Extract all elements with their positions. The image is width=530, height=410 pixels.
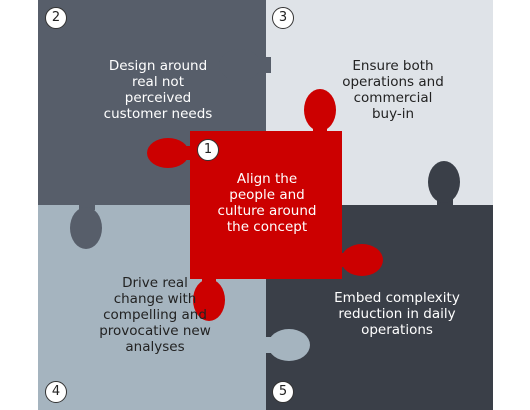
connector-knob-top-right bbox=[428, 161, 460, 208]
piece-5-line: Embed complexity bbox=[334, 290, 460, 306]
connector-knob-bottom-right bbox=[262, 329, 310, 361]
piece-4-line: provocative new bbox=[99, 323, 211, 339]
piece-4-line: change with bbox=[113, 291, 197, 307]
piece-5-line: operations bbox=[361, 322, 433, 338]
piece-4-line: Drive real bbox=[122, 275, 188, 291]
piece-3-text: Ensure both operations and commercial bu… bbox=[318, 58, 468, 122]
piece-3-number-badge: 3 bbox=[272, 7, 294, 29]
piece-4-line: compelling and bbox=[103, 307, 207, 323]
piece-1-line: Align the bbox=[236, 171, 298, 187]
piece-1-line: culture around bbox=[217, 203, 317, 219]
connector-knob-bottom-left bbox=[70, 198, 102, 249]
piece-1-line: the concept bbox=[226, 219, 308, 235]
piece-3-line: buy-in bbox=[371, 106, 415, 122]
piece-5-text: Embed complexity reduction in daily oper… bbox=[312, 290, 482, 338]
piece-2-line: real not bbox=[132, 74, 184, 90]
piece-1-number-badge: 1 bbox=[197, 139, 219, 161]
piece-3-line: commercial bbox=[353, 90, 433, 106]
piece-3-line: operations and bbox=[342, 74, 444, 90]
piece-4-number-badge: 4 bbox=[45, 381, 67, 403]
piece-1-text: Align the people and culture around the … bbox=[205, 171, 329, 235]
piece-5-number-badge: 5 bbox=[272, 381, 294, 403]
piece-4-text: Drive real change with compelling and pr… bbox=[74, 275, 236, 355]
piece-2-line: perceived bbox=[124, 90, 192, 106]
piece-5-line: reduction in daily bbox=[338, 306, 456, 322]
piece-3-line: Ensure both bbox=[352, 58, 434, 74]
piece-2-line: customer needs bbox=[103, 106, 213, 122]
connector-knob-top-left bbox=[219, 49, 271, 81]
piece-2-text: Design around real not perceived custome… bbox=[80, 58, 236, 122]
piece-2-line: Design around bbox=[108, 58, 208, 74]
piece-2-number-badge: 2 bbox=[45, 7, 67, 29]
piece-4-line: analyses bbox=[125, 339, 185, 355]
piece-1-line: people and bbox=[229, 187, 305, 203]
